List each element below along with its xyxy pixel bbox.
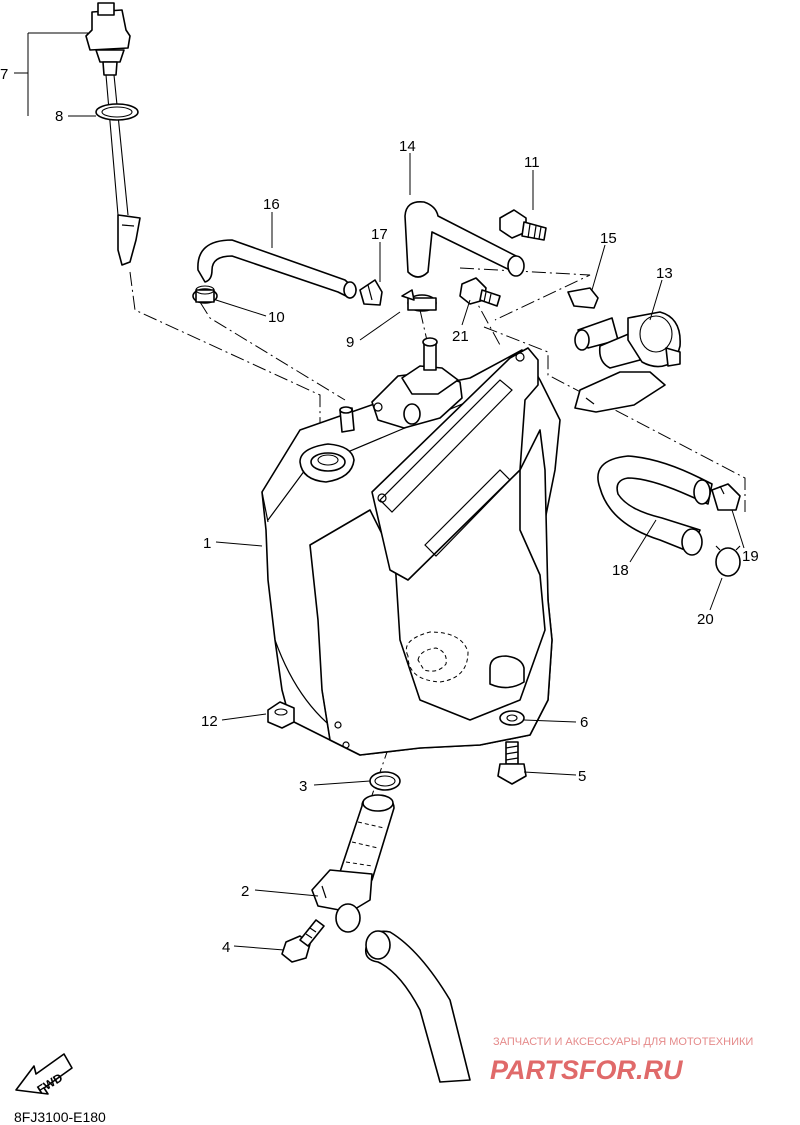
clip-9 <box>401 289 437 312</box>
callout-18: 18 <box>612 562 629 579</box>
washer-6 <box>499 710 525 726</box>
callout-20: 20 <box>697 611 714 628</box>
callout-8: 8 <box>55 108 63 125</box>
callout-16: 16 <box>263 196 280 213</box>
callout-4: 4 <box>222 939 230 956</box>
callout-7: 7 <box>0 66 8 83</box>
outlet-hose <box>364 930 471 1083</box>
callout-13: 13 <box>656 265 673 282</box>
reed-valve-13 <box>574 311 681 413</box>
clip-10 <box>192 285 218 304</box>
clip-19 <box>711 483 741 511</box>
callout-12: 12 <box>201 713 218 730</box>
watermark: ЗАПЧАСТИ И АКСЕССУАРЫ ДЛЯ МОТОТЕХНИКИ PA… <box>490 1036 753 1085</box>
clip-17 <box>359 279 383 306</box>
callout-9: 9 <box>346 334 354 351</box>
diagram-code: 8FJ3100-E180 <box>14 1109 106 1125</box>
cap-20 <box>715 545 741 577</box>
hose-14 <box>404 200 525 278</box>
callout-19: 19 <box>742 548 759 565</box>
watermark-brand: PARTSFOR.RU <box>490 1055 684 1085</box>
callout-6: 6 <box>580 714 588 731</box>
watermark-tagline: ЗАПЧАСТИ И АКСЕССУАРЫ ДЛЯ МОТОТЕХНИКИ <box>493 1036 753 1048</box>
callout-14: 14 <box>399 138 416 155</box>
callout-15: 15 <box>600 230 617 247</box>
strainer-2 <box>311 794 395 933</box>
bolt-11 <box>499 209 547 241</box>
callout-11: 11 <box>524 154 540 171</box>
leader-lines <box>14 32 745 951</box>
o-ring-3 <box>369 771 401 791</box>
oil-level-gauge <box>85 2 141 266</box>
callout-10: 10 <box>268 309 285 326</box>
clip-15 <box>567 287 599 309</box>
breather-hose-16 <box>197 239 357 299</box>
bolt-21 <box>459 277 501 307</box>
callout-2: 2 <box>241 883 249 900</box>
hose-18 <box>597 455 713 556</box>
callout-5: 5 <box>578 768 586 785</box>
oil-tank <box>261 337 561 756</box>
callout-21: 21 <box>452 328 469 345</box>
callout-1: 1 <box>203 535 211 552</box>
fwd-arrow-icon: FWD <box>15 1053 73 1097</box>
callout-3: 3 <box>299 778 307 795</box>
bolt-4 <box>281 919 325 963</box>
nut-12 <box>267 701 295 729</box>
callout-17: 17 <box>371 226 388 243</box>
drain-bolt-5 <box>497 741 527 785</box>
callout-numbers: 7 8 14 11 16 17 15 13 10 9 21 1 19 18 20… <box>0 66 759 956</box>
